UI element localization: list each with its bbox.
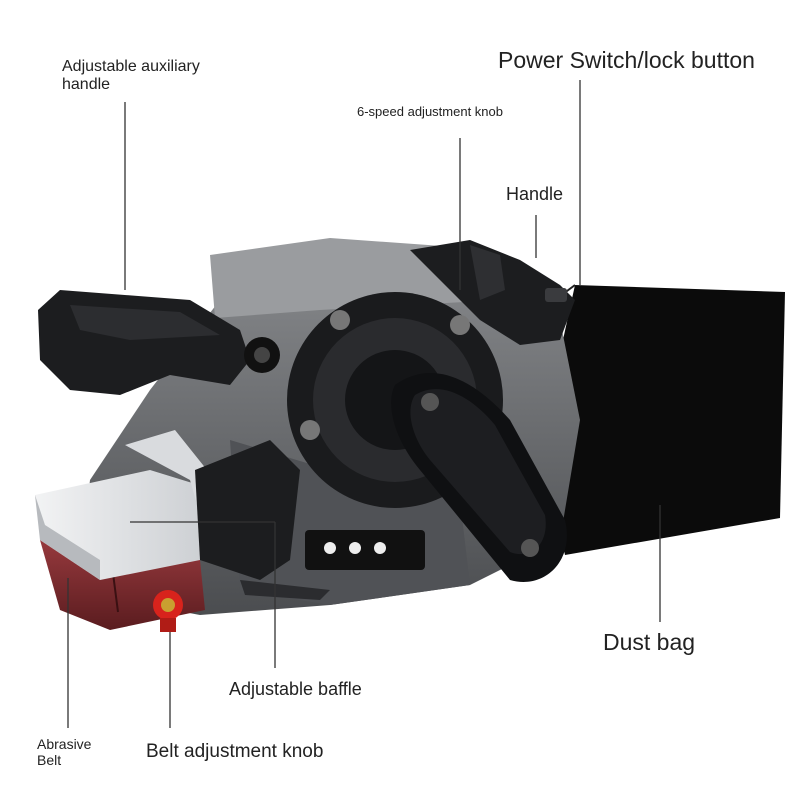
belt-knob-shape xyxy=(153,590,183,632)
side-cover xyxy=(391,372,567,582)
label-power-switch: Power Switch/lock button xyxy=(498,47,755,73)
rear-handle-shape xyxy=(410,240,575,345)
label-handle: Handle xyxy=(506,184,564,204)
label-aux-handle: Adjustable auxiliary handle xyxy=(62,58,200,93)
front-frame xyxy=(195,440,425,600)
label-dust-bag: Dust bag xyxy=(603,629,696,655)
base-plate-shape xyxy=(35,430,220,580)
label-belt-knob: Belt adjustment knob xyxy=(146,741,324,762)
label-speed-knob: 6-speed adjustment knob xyxy=(357,104,503,119)
label-adjustable-baffle: Adjustable baffle xyxy=(229,679,362,699)
aux-handle-shape xyxy=(38,290,280,395)
label-abrasive-belt: Abrasive Belt xyxy=(37,736,92,768)
leader-lines xyxy=(67,80,661,728)
